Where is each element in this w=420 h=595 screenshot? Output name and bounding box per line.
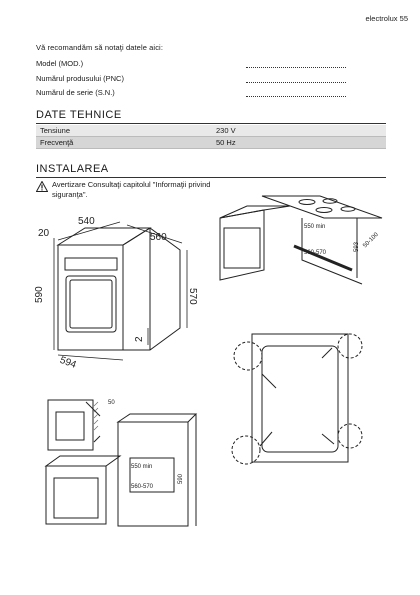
- dim-gap-label: 2: [134, 336, 145, 342]
- wall-height-label: 593: [354, 241, 360, 252]
- page-header: electrolux 55: [365, 14, 408, 23]
- oven-dimensions-diagram: 540 560 20 590 570 2 594: [34, 216, 198, 371]
- dim-width-label: 540: [78, 216, 95, 227]
- record-field-serial: Numărul de serie (S.N.): [36, 88, 115, 97]
- record-field-pnc-line: [246, 82, 346, 83]
- tech-value: 230 V: [212, 125, 386, 137]
- wall-side-depth-label: 50-100: [362, 231, 380, 249]
- record-field-serial-line: [246, 96, 346, 97]
- wall-cabinet-diagram: 550 min 593 560-570 50-100: [219, 195, 383, 285]
- record-field-model-line: [246, 67, 346, 68]
- bottom-side-label: 50: [108, 400, 115, 406]
- tech-section-rule: [36, 123, 386, 124]
- warning-icon: [36, 181, 48, 192]
- tech-table: Tensiune 230 V Frecvenţă 50 Hz: [36, 125, 386, 149]
- mounting-screws-diagram: [231, 333, 363, 465]
- table-row: Frecvenţă 50 Hz: [36, 136, 386, 149]
- page-number: 55: [399, 14, 408, 23]
- install-section-title: INSTALAREA: [36, 163, 109, 175]
- bottom-depth-label: 550 min: [131, 464, 152, 470]
- dim-front-width-label: 594: [58, 355, 78, 371]
- tech-name: Frecvenţă: [36, 136, 212, 149]
- brand-name: electrolux: [365, 14, 398, 23]
- wall-width-label: 560-570: [304, 250, 327, 256]
- dim-depth-label: 560: [150, 232, 167, 243]
- tech-name: Tensiune: [36, 125, 212, 137]
- install-warning: Avertizare Consultaţi capitolul "Informa…: [52, 180, 211, 199]
- record-intro: Vă recomandăm să notaţi datele aici:: [36, 43, 164, 52]
- bottom-height-label: 590: [178, 473, 184, 484]
- bottom-width-label: 560-570: [131, 484, 154, 490]
- tech-value: 50 Hz: [212, 136, 386, 149]
- dim-height-front-label: 590: [34, 286, 45, 303]
- built-in-oven-diagram: 50 550 min 560-570 590: [44, 399, 198, 527]
- table-row: Tensiune 230 V: [36, 125, 386, 137]
- record-field-pnc: Numărul produsului (PNC): [36, 74, 124, 83]
- wall-depth-label: 550 min: [304, 224, 325, 230]
- dim-height-side-label: 570: [187, 288, 198, 305]
- tech-section-title: DATE TEHNICE: [36, 109, 122, 121]
- dim-front-offset-label: 20: [38, 228, 50, 239]
- install-section-rule: [36, 177, 386, 178]
- record-field-model: Model (MOD.): [36, 59, 84, 68]
